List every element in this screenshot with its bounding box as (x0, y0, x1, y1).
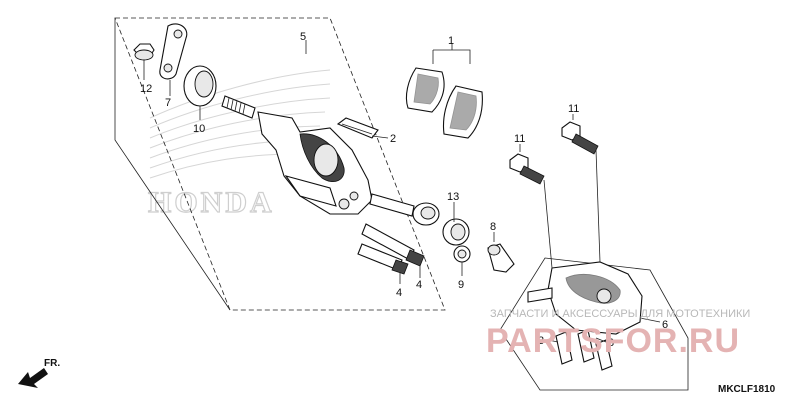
callout-3-left: 3 (538, 335, 544, 347)
callout-6: 6 (662, 319, 668, 331)
callout-13: 13 (447, 191, 459, 203)
part-1-pads[interactable] (405, 67, 483, 139)
callout-8: 8 (490, 221, 496, 233)
watermark: ЗАПЧАСТИ И АКСЕССУАРЫ ДЛЯ МОТОТЕХНИКИ PA… (486, 308, 750, 360)
callout-11-right: 11 (568, 103, 579, 115)
watermark-brand: PARTSFOR.RU (486, 322, 740, 360)
part-9-boot[interactable] (453, 245, 471, 263)
part-5-caliper-body[interactable] (257, 111, 373, 215)
part-13-ring (442, 218, 470, 246)
part-11-bolt-right[interactable] (561, 121, 599, 155)
part-7-plate[interactable] (159, 23, 188, 80)
part-11-bolt-left[interactable] (509, 153, 545, 185)
callout-7: 7 (165, 97, 171, 109)
front-direction-arrow: FR. (18, 358, 60, 388)
logo-text: HONDA (148, 186, 275, 219)
group-outline-pads (432, 49, 471, 64)
callout-4-right: 4 (416, 279, 422, 291)
leader-lines (143, 40, 661, 343)
callout-12: 12 (140, 83, 152, 95)
part-slide-pin (369, 193, 415, 217)
callout-3-right: 3 (608, 337, 614, 349)
part-6-bracket[interactable] (527, 261, 643, 335)
callout-4-left: 4 (396, 287, 402, 299)
part-10-seal[interactable] (183, 65, 217, 107)
callout-1: 1 (448, 35, 454, 47)
part-13-piston[interactable] (412, 202, 440, 226)
callout-5: 5 (300, 31, 306, 43)
part-2-pad-spring[interactable] (336, 117, 379, 139)
part-3-clips[interactable] (555, 329, 613, 371)
part-8-bushing[interactable] (487, 243, 515, 273)
watermark-subtitle: ЗАПЧАСТИ И АКСЕССУАРЫ ДЛЯ МОТОТЕХНИКИ (490, 308, 750, 320)
fr-label: FR. (44, 358, 60, 369)
group-outline-bracket (499, 257, 689, 391)
group-outline-caliper (114, 17, 446, 311)
callout-2: 2 (390, 133, 396, 145)
callout-11-left: 11 (514, 133, 525, 145)
part-spring (221, 95, 256, 119)
honda-wing-logo: HONDA (147, 69, 331, 220)
callout-9: 9 (458, 279, 464, 291)
diagram-code: MKCLF1810 (718, 384, 776, 395)
callout-10: 10 (193, 123, 205, 135)
part-12-nut[interactable] (133, 43, 155, 61)
